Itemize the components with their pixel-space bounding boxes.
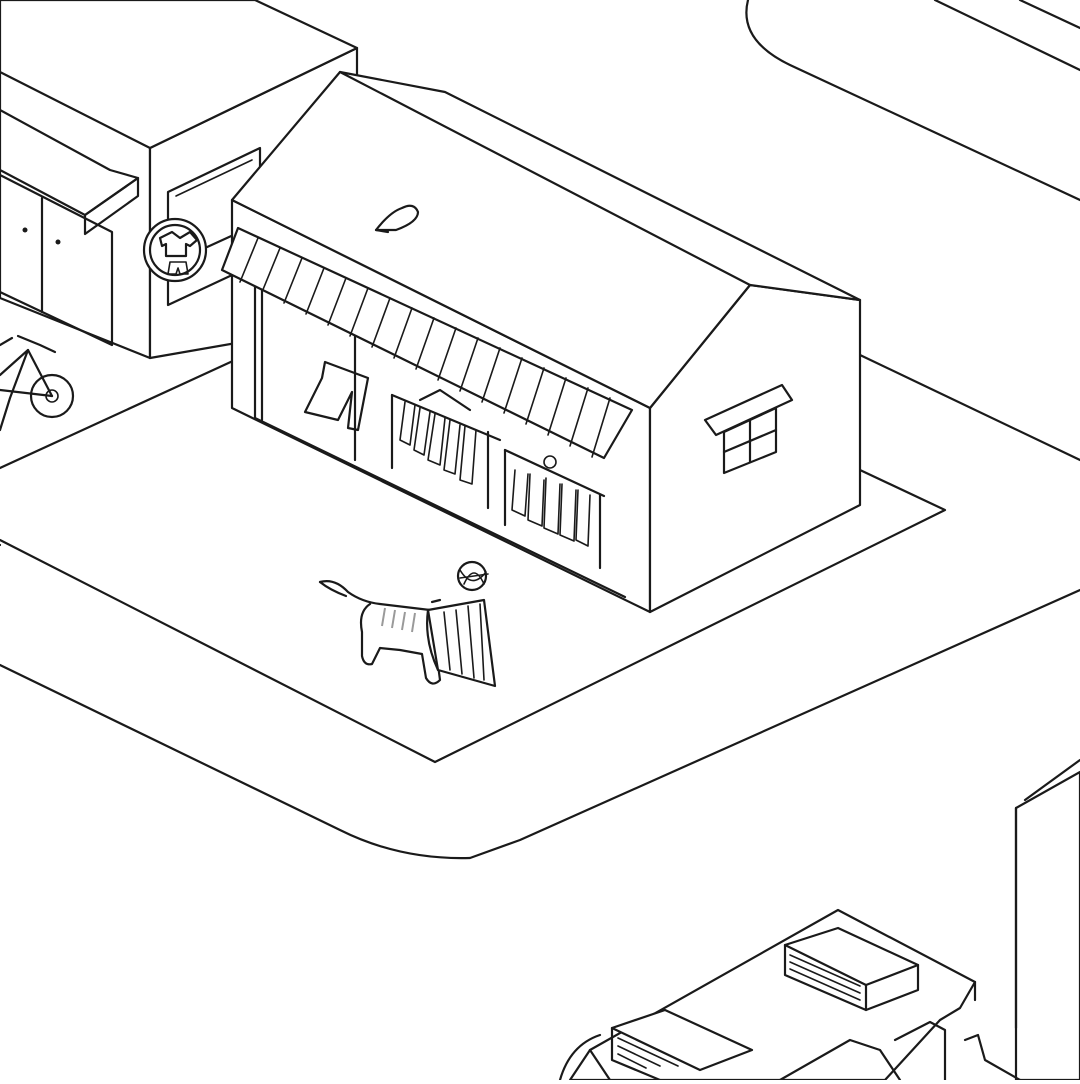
yarn-ball (456, 560, 489, 592)
sidewalk-plot (0, 358, 947, 764)
clothing-shop (220, 70, 862, 614)
right-building (1014, 770, 1080, 1082)
cap-icon (374, 204, 420, 234)
ac-unit (610, 1008, 754, 1082)
cat-with-cone (318, 580, 497, 688)
clothing-rack-left (390, 388, 502, 510)
ac-unit (783, 926, 920, 1012)
bottom-building (568, 908, 1022, 1082)
trousers-display (303, 360, 370, 432)
bicycle (0, 334, 75, 432)
awning-stripes (239, 237, 611, 458)
clothing-rack-right (503, 448, 606, 570)
